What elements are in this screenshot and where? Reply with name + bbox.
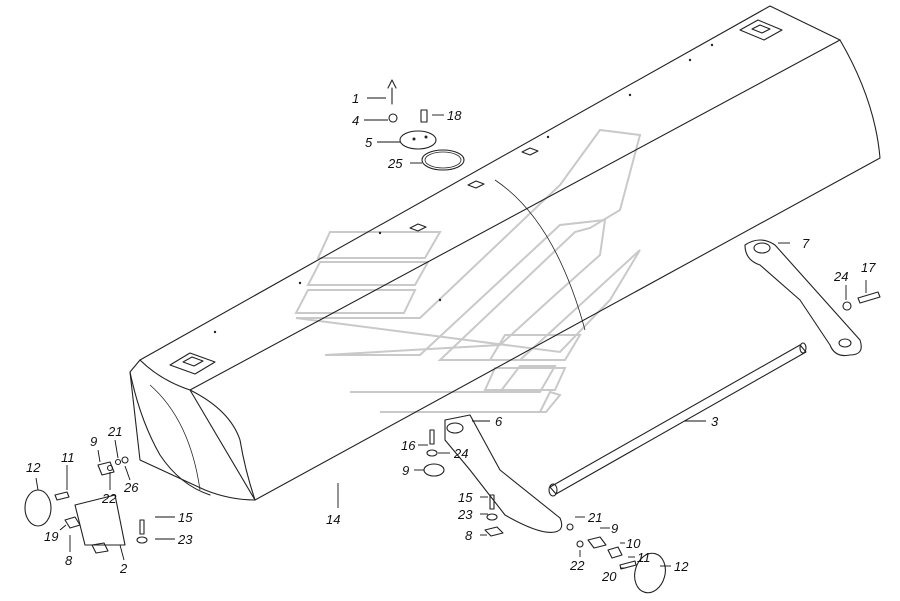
callout-20: 20 bbox=[601, 569, 617, 584]
callout-22-right: 22 bbox=[569, 558, 585, 573]
right-fastener-cluster bbox=[566, 523, 666, 594]
callout-25: 25 bbox=[387, 156, 403, 171]
callout-15-center: 15 bbox=[458, 490, 473, 505]
callout-11-right: 11 bbox=[637, 550, 651, 565]
callout-8-left: 8 bbox=[65, 553, 73, 568]
callout-1: 1 bbox=[352, 91, 359, 106]
callout-4: 4 bbox=[352, 113, 359, 128]
callout-3: 3 bbox=[711, 414, 719, 429]
callout-5: 5 bbox=[365, 135, 373, 150]
callout-15-left: 15 bbox=[178, 510, 193, 525]
callout-11-left: 11 bbox=[61, 450, 75, 465]
callout-9-right: 9 bbox=[611, 521, 618, 536]
right-bracket-part-7 bbox=[744, 239, 862, 357]
filler-cap-group bbox=[387, 79, 465, 171]
callout-6: 6 bbox=[495, 414, 503, 429]
left-fastener-cluster bbox=[24, 456, 148, 554]
center-bracket-part-6 bbox=[423, 414, 563, 537]
callout-23-center: 23 bbox=[457, 507, 473, 522]
watermark-logo bbox=[294, 128, 642, 413]
callout-10: 10 bbox=[626, 536, 641, 551]
callout-21-right: 21 bbox=[587, 510, 602, 525]
callout-labels: 1 4 5 25 18 7 24 17 3 6 16 24 9 15 23 8 … bbox=[26, 91, 876, 584]
housing-part-14 bbox=[129, 5, 881, 501]
callout-2: 2 bbox=[119, 561, 128, 576]
callout-12-right: 12 bbox=[674, 559, 689, 574]
callout-7: 7 bbox=[802, 236, 810, 251]
bolt-17-washer-24 bbox=[842, 291, 881, 311]
callout-16: 16 bbox=[401, 438, 416, 453]
leader-lines bbox=[35, 97, 867, 569]
tube-part-3 bbox=[548, 342, 807, 497]
callout-21-left: 21 bbox=[107, 424, 122, 439]
callout-22-left: 22 bbox=[101, 491, 117, 506]
callout-18: 18 bbox=[447, 108, 462, 123]
callout-19: 19 bbox=[44, 529, 58, 544]
callout-9-center: 9 bbox=[402, 463, 409, 478]
callout-24-center: 24 bbox=[453, 446, 468, 461]
callout-17: 17 bbox=[861, 260, 876, 275]
callout-26: 26 bbox=[123, 480, 139, 495]
callout-12-left: 12 bbox=[26, 460, 41, 475]
callout-23-left: 23 bbox=[177, 532, 193, 547]
callout-24-right: 24 bbox=[833, 269, 848, 284]
callout-14: 14 bbox=[326, 512, 340, 527]
callout-9-left: 9 bbox=[90, 434, 97, 449]
callout-8-center: 8 bbox=[465, 528, 473, 543]
